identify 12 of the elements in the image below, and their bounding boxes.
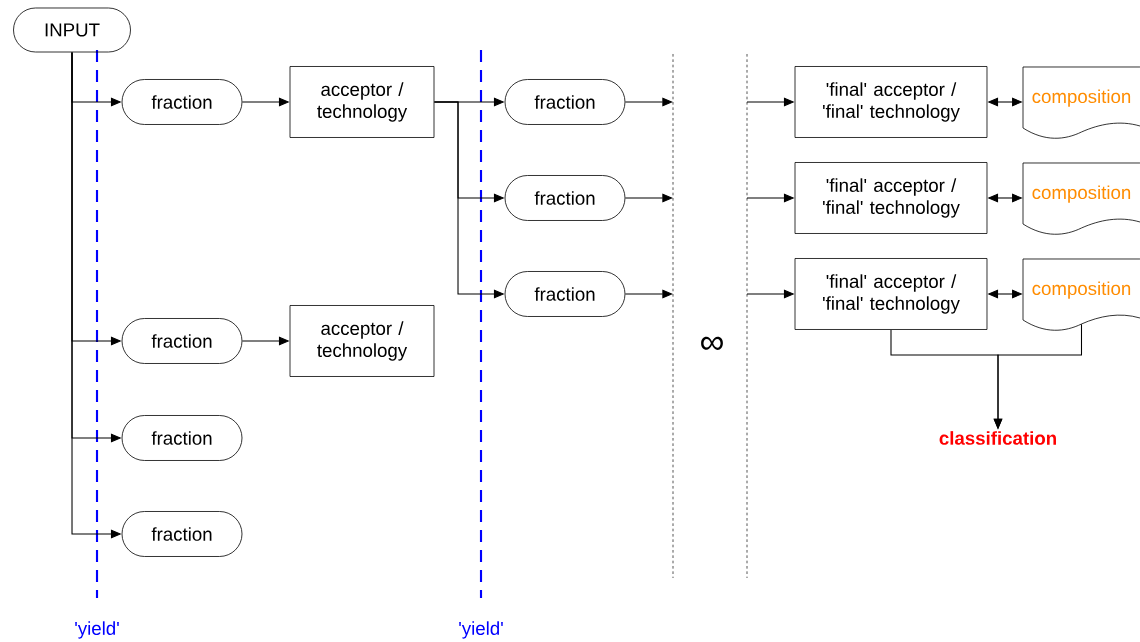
process-box: acceptor / technology bbox=[289, 66, 435, 138]
process-box: 'final' acceptor / 'final' technology bbox=[794, 162, 988, 234]
yield-label: 'yield' bbox=[459, 621, 503, 639]
arrow bbox=[624, 97, 673, 107]
yield-label: 'yield' bbox=[75, 621, 119, 639]
arrow bbox=[624, 289, 673, 299]
process-box: 'final' acceptor / 'final' technology bbox=[794, 258, 988, 330]
output-label: classification bbox=[939, 431, 1056, 445]
infinity-symbol: ∞ bbox=[701, 336, 723, 350]
process-box: acceptor / technology bbox=[289, 305, 435, 377]
arrow bbox=[624, 193, 673, 203]
process-box: 'final' acceptor / 'final' technology bbox=[794, 66, 988, 138]
